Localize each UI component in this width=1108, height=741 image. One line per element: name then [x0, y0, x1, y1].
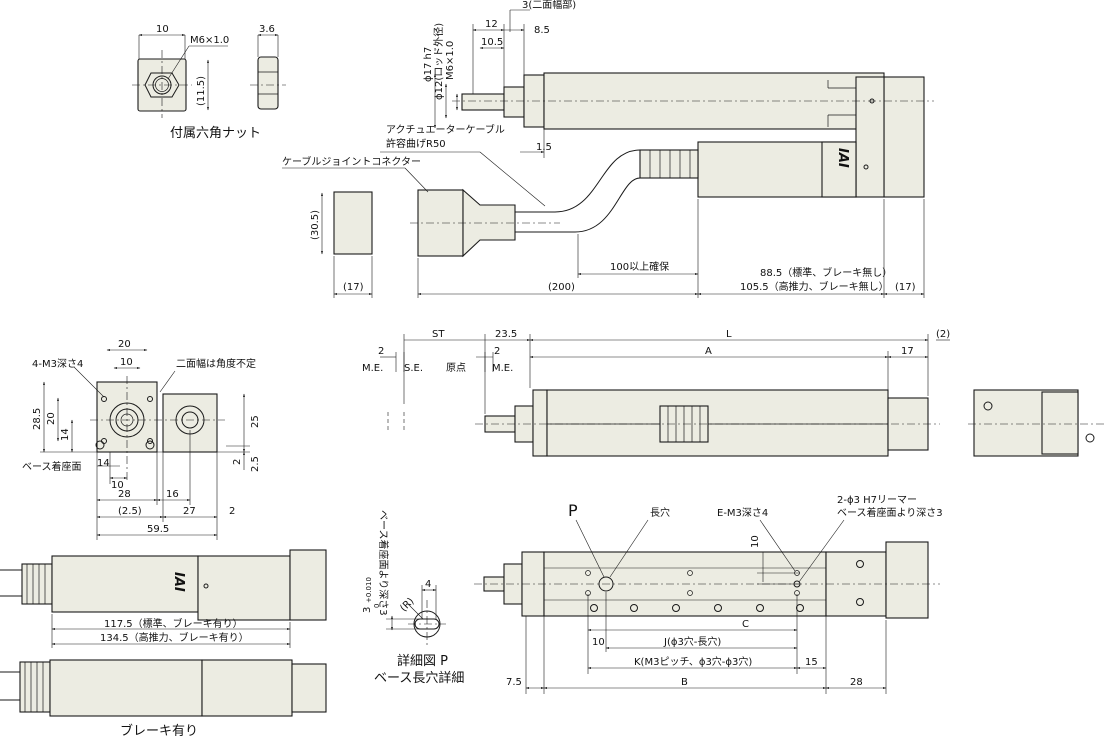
bottom-ream-label-2: ベース着座面より深さ3 [837, 506, 943, 519]
bottom-dim-10-h: 10 [592, 637, 605, 648]
nut-caption: 付属六角ナット [170, 126, 261, 141]
dim-width-label: 3(二面幅部) [522, 0, 576, 11]
nut-dim-width: 10 [156, 24, 169, 35]
dim-17-left: (17) [343, 282, 364, 293]
brake-dim-134-5: 134.5（高推力、ブレーキ有り） [100, 631, 249, 644]
logo-iai-brake: IAI [171, 572, 186, 592]
bottom-dim-10-v: 10 [750, 535, 761, 548]
front-view-actuator [380, 334, 950, 457]
bottom-dim-c: C [742, 619, 749, 630]
end-dim-10: 10 [120, 357, 133, 368]
end-dim-28-5: 28.5 [32, 408, 43, 430]
side-end-view [968, 389, 1104, 457]
dim-12: 12 [485, 19, 498, 30]
end-dim-27: 27 [183, 506, 196, 517]
dim-phi12: ϕ12(ロッド外径) [432, 23, 445, 100]
cable-label-1: アクチュエーターケーブル [386, 123, 505, 136]
brake-actuator [0, 549, 327, 717]
dim-17-right: (17) [895, 282, 916, 293]
end-view-drawing [40, 348, 250, 540]
dim-17: 17 [901, 346, 914, 357]
end-dim-16: 16 [166, 489, 179, 500]
end-dim-28: 28 [118, 489, 131, 500]
dim-8-5: 8.5 [534, 25, 550, 36]
dim-30-5: (30.5) [310, 210, 321, 240]
cable-label-2: 許容曲げR50 [386, 137, 446, 150]
end-dim-10-h: 10 [111, 480, 124, 491]
end-dim-2-v: 2 [232, 459, 243, 465]
detail-dim-3: 3 [362, 607, 373, 613]
dim-88-5: 88.5（標準、ブレーキ無し） [760, 266, 892, 279]
bottom-view-actuator [474, 519, 940, 694]
bottom-ream-label-1: 2-ϕ3 H7リーマー [837, 495, 917, 506]
dim-phi17: ϕ17 h7 [423, 47, 434, 82]
dim-100: 100以上確保 [610, 260, 669, 273]
dim-2-paren: (2) [936, 329, 950, 340]
brake-dim-117-5: 117.5（標準、ブレーキ有り） [104, 617, 243, 630]
bottom-slot-label: 長穴 [650, 506, 670, 519]
detail-tol-upper: +0.010 [365, 577, 373, 603]
dim-m6: M6×1.0 [445, 41, 456, 80]
end-dim-2-5-h: (2.5) [118, 506, 142, 517]
connector-label: ケーブルジョイントコネクター [282, 155, 421, 168]
dim-200: (200) [548, 282, 575, 293]
se-label: S.E. [404, 363, 423, 374]
end-dim-25: 25 [250, 415, 261, 428]
dim-10-5: 10.5 [481, 37, 503, 48]
end-flat-label: 二面幅は角度不定 [176, 357, 256, 370]
detail-tol-lower: 0 [373, 604, 381, 608]
end-dim-2-5-v: 2.5 [250, 456, 261, 472]
detail-side-label: ベース着座面より深さ3 [377, 510, 390, 616]
dim-l: L [726, 329, 732, 340]
dim-1-5: 1.5 [536, 142, 552, 153]
detail-r-label: (R) [398, 596, 416, 614]
end-dim-14-v: 14 [60, 428, 71, 441]
dim-st: ST [432, 329, 445, 340]
end-dim-2-h: 2 [229, 506, 235, 517]
nut-dim-thickness: 3.6 [259, 24, 275, 35]
origin-label: 原点 [446, 362, 466, 374]
end-dim-20-v: 20 [46, 412, 57, 425]
bottom-dim-k: K(M3ピッチ、ϕ3穴-ϕ3穴) [634, 655, 752, 668]
dim-2-left: 2 [378, 346, 384, 357]
top-view-actuator [282, 9, 934, 298]
detail-caption-2: ベース長穴詳細 [374, 670, 464, 686]
nut-dim-height: (11.5) [196, 76, 207, 106]
bottom-tap-label: E-M3深さ4 [717, 507, 768, 519]
logo-iai-top: IAI [835, 148, 850, 168]
dim-105-5: 105.5（高推力、ブレーキ無し） [740, 280, 889, 293]
end-dim-59-5: 59.5 [147, 524, 169, 535]
me-left: M.E. [362, 363, 383, 374]
dim-a: A [705, 346, 712, 357]
detail-caption-1: 詳細図 P [397, 653, 448, 669]
bottom-dim-15: 15 [805, 657, 818, 668]
bottom-p-label: P [568, 501, 578, 520]
detail-dim-4: 4 [425, 579, 431, 590]
nut-dim-thread: M6×1.0 [190, 35, 229, 46]
end-dim-20: 20 [118, 339, 131, 350]
me-right: M.E. [492, 363, 513, 374]
detail-p-drawing [386, 585, 446, 648]
end-base-label: ベース着座面 [22, 460, 82, 473]
bottom-dim-7-5: 7.5 [506, 677, 522, 688]
dim-2-right: 2 [494, 346, 500, 357]
end-tap-label: 4-M3深さ4 [32, 358, 83, 370]
brake-caption: ブレーキ有り [120, 723, 198, 739]
bottom-dim-j: J(ϕ3穴-長穴) [663, 635, 721, 648]
hex-nut-drawing [132, 33, 286, 118]
end-dim-14-h: 14 [97, 458, 110, 469]
bottom-dim-28: 28 [850, 677, 863, 688]
bottom-dim-b: B [681, 677, 688, 688]
dim-23-5: 23.5 [495, 329, 517, 340]
